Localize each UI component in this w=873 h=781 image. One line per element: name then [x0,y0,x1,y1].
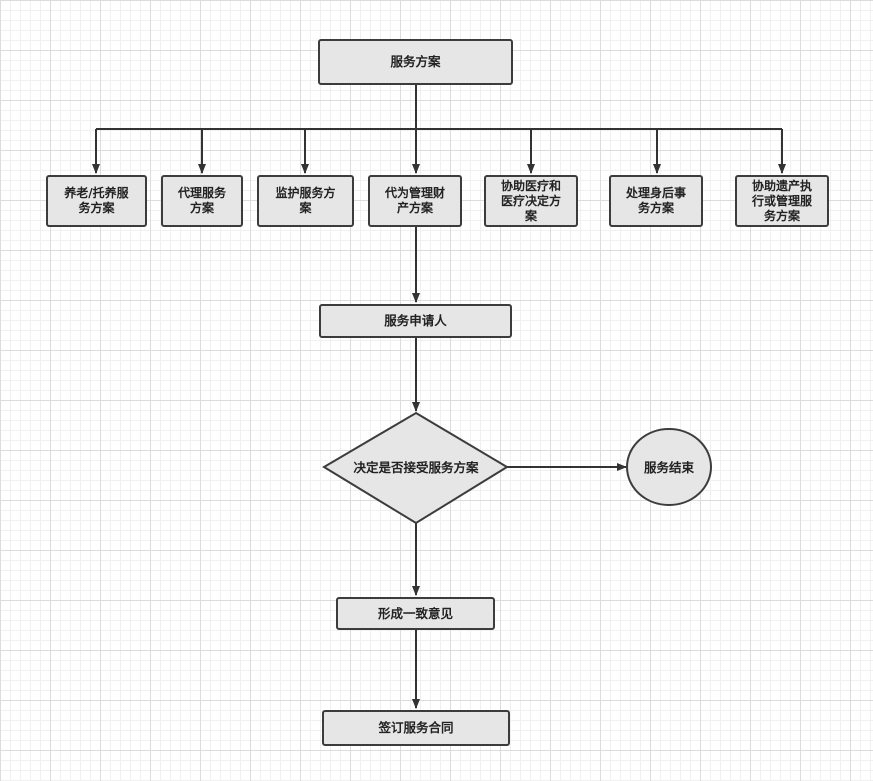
contract-node: 签订服务合同 [322,710,510,746]
service-node-guardianship: 监护服务方 案 [257,175,354,227]
service-node-medical: 协助医疗和 医疗决定方 案 [484,175,578,227]
applicant-node: 服务申请人 [319,304,512,338]
root-node: 服务方案 [318,39,513,85]
end-circle [626,428,712,506]
consensus-node: 形成一致意见 [336,597,495,630]
decision-diamond [322,411,509,525]
service-node-property-management: 代为管理财 产方案 [368,175,462,227]
service-node-agency: 代理服务 方案 [161,175,243,227]
connectors [92,85,786,709]
service-node-estate: 协助遗产执 行或管理服 务方案 [735,175,829,227]
service-node-funeral-affairs: 处理身后事 务方案 [609,175,703,227]
service-node-elderly-care: 养老/托养服 务方案 [46,175,147,227]
end-label: 服务结束 [644,460,695,475]
decision-label: 决定是否接受服务方案 [353,460,479,475]
